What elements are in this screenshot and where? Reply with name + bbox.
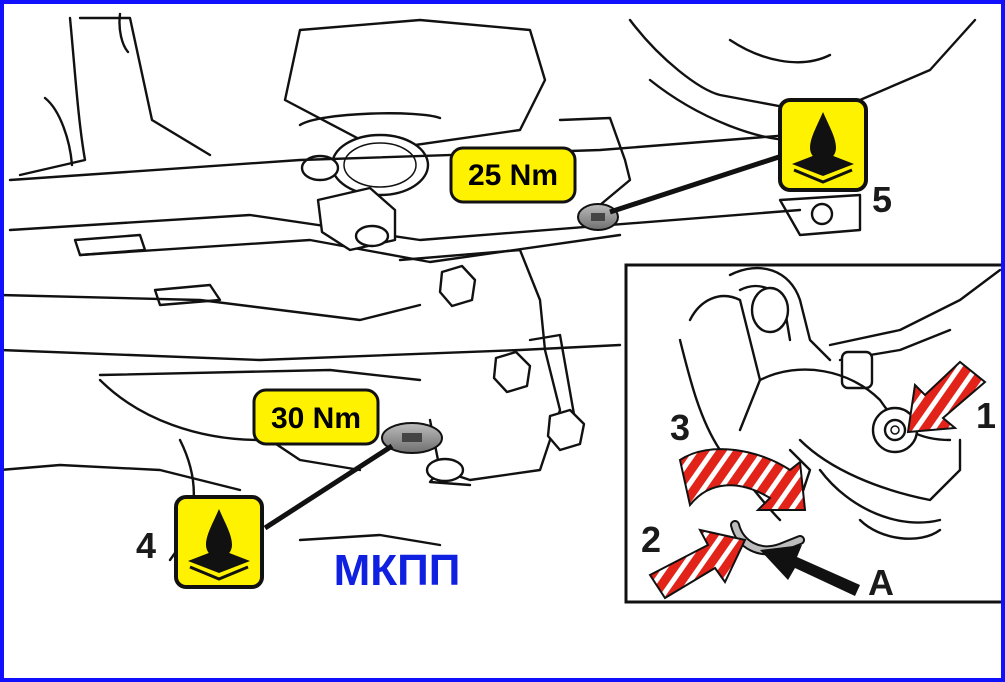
callout-5: 5 xyxy=(872,179,892,220)
fill-plug-upper xyxy=(577,203,619,231)
callout-1: 1 xyxy=(976,395,996,436)
leader-line-lower xyxy=(263,443,394,531)
arrow-1 xyxy=(906,360,987,434)
oil-drop-icon xyxy=(778,98,868,192)
torque-badge-lower: 30 Nm xyxy=(252,388,380,446)
drain-plug-lower xyxy=(381,422,443,454)
torque-label-lower: 30 Nm xyxy=(271,402,361,435)
torque-badge-upper: 25 Nm xyxy=(449,146,577,204)
detail-inset: 1 3 2 A xyxy=(624,263,1005,604)
callout-4: 4 xyxy=(136,525,156,566)
arrow-3 xyxy=(678,448,807,511)
leader-line-upper xyxy=(609,152,786,215)
torque-label-upper: 25 Nm xyxy=(468,159,558,192)
gearbox-caption: МКПП xyxy=(334,546,461,595)
arrow-a xyxy=(760,545,860,596)
callout-2: 2 xyxy=(641,519,661,560)
gearbox-housing xyxy=(0,12,977,562)
arrow-2 xyxy=(648,528,747,600)
callout-a: A xyxy=(868,562,894,603)
oil-drop-icon xyxy=(174,495,264,589)
callout-3: 3 xyxy=(670,407,690,448)
